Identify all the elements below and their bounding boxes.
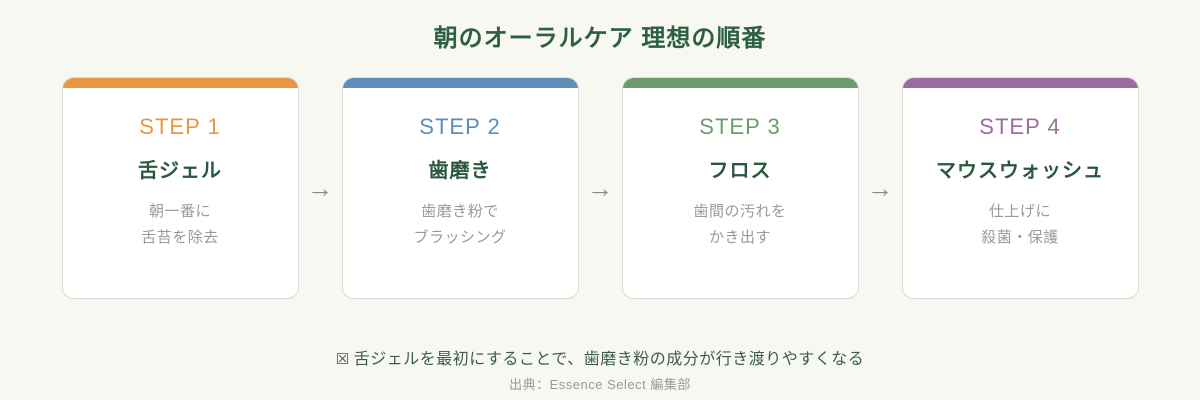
arrow-icon: → (587, 172, 613, 203)
step-3-name: フロス (708, 160, 772, 182)
step-card-1: STEP 1 舌ジェル 朝一番に 舌苔を除去 (61, 77, 299, 299)
step-card-2: STEP 2 歯磨き 歯磨き粉で ブラッシング (341, 77, 579, 299)
step-4-accent-bar (902, 78, 1138, 88)
step-2-name: 歯磨き (428, 160, 492, 182)
step-1-name: 舌ジェル (138, 160, 222, 182)
step-1-accent-bar (62, 78, 298, 88)
steps-row: STEP 1 舌ジェル 朝一番に 舌苔を除去 → STEP 2 歯磨き 歯磨き粉… (0, 77, 1200, 299)
step-3-label: STEP 3 (699, 114, 781, 139)
footer: ☒舌ジェルを最初にすることで、歯磨き粉の成分が行き渡りやすくなる 出典：Esse… (0, 345, 1200, 393)
footer-note: ☒舌ジェルを最初にすることで、歯磨き粉の成分が行き渡りやすくなる (0, 345, 1200, 369)
tofu-glyph-icon: ☒ (335, 351, 350, 368)
page-title: 朝のオーラルケア 理想の順番 (433, 25, 767, 52)
step-2-label: STEP 2 (419, 114, 501, 139)
footer-source: 出典：Essence Select 編集部 (509, 377, 691, 392)
step-2-description: 歯磨き粉で ブラッシング (413, 203, 507, 247)
footer-note-text: 舌ジェルを最初にすることで、歯磨き粉の成分が行き渡りやすくなる (353, 351, 865, 368)
step-card-3: STEP 3 フロス 歯間の汚れを かき出す (621, 77, 859, 299)
step-card-4: STEP 4 マウスウォッシュ 仕上げに 殺菌・保護 (901, 77, 1139, 299)
step-4-description: 仕上げに 殺菌・保護 (981, 203, 1059, 247)
step-1-label: STEP 1 (139, 114, 221, 139)
arrow-icon: → (867, 172, 893, 203)
step-3-accent-bar (622, 78, 858, 88)
step-1-description: 朝一番に 舌苔を除去 (141, 203, 219, 247)
step-4-name: マウスウォッシュ (936, 160, 1104, 182)
step-4-label: STEP 4 (979, 114, 1061, 139)
step-3-description: 歯間の汚れを かき出す (693, 203, 787, 247)
step-2-accent-bar (342, 78, 578, 88)
arrow-icon: → (307, 172, 333, 203)
